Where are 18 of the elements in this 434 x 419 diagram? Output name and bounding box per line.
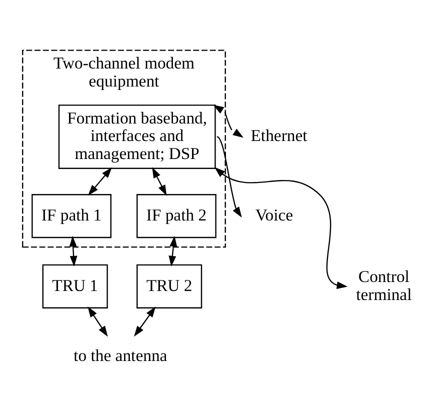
arrow — [214, 167, 348, 289]
node-text: Ethernet — [250, 126, 308, 146]
node-box: Formation baseband, interfaces and management; DSP — [58, 104, 216, 169]
node-text: Control terminal — [356, 266, 412, 304]
node-text: to the antenna — [74, 346, 168, 366]
node-box: IF path 2 — [136, 194, 216, 238]
arrow — [69, 236, 78, 267]
arrow — [213, 104, 244, 138]
arrow — [152, 167, 167, 196]
arrow — [168, 236, 178, 267]
arrow — [134, 306, 156, 337]
arrow — [216, 136, 242, 218]
node-text: Voice — [255, 205, 294, 224]
arrow — [88, 306, 108, 337]
node-box: TRU 1 — [42, 264, 108, 308]
arrow — [88, 167, 112, 196]
node-box: TRU 2 — [136, 264, 202, 308]
node-box: IF path 1 — [32, 194, 112, 238]
